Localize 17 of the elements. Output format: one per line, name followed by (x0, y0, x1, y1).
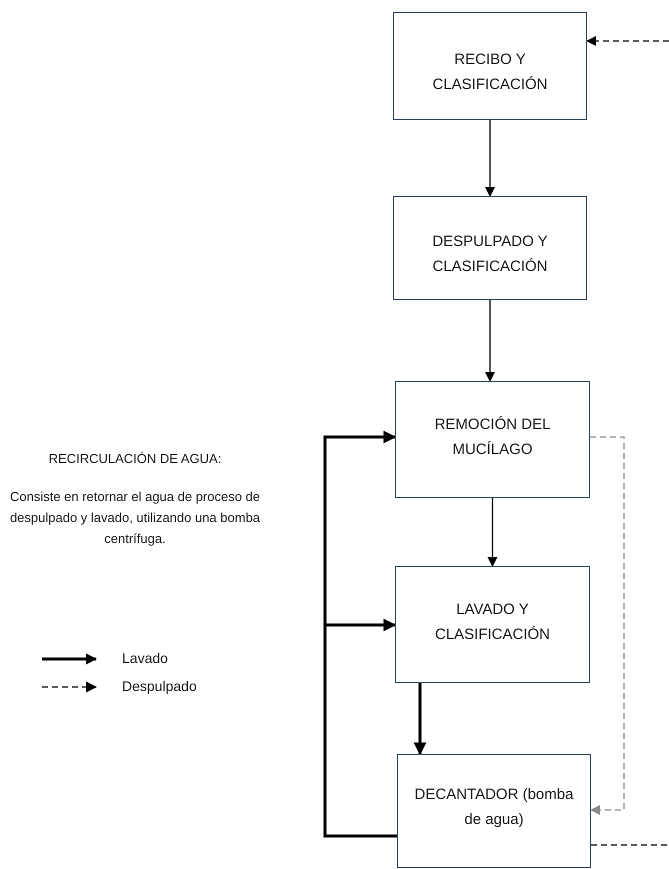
process-box: REMOCIÓN DEL MUCÍLAGO (395, 381, 590, 498)
arrow (414, 683, 426, 756)
process-box: DECANTADOR (bomba de agua) (397, 754, 591, 868)
arrow (586, 36, 669, 46)
arrow (485, 300, 495, 382)
connector-line (591, 844, 669, 846)
legend-label: Lavado (122, 649, 168, 668)
legend-label: Despulpado (122, 677, 197, 696)
note-heading: RECIRCULACIÓN DE AGUA: (48, 450, 222, 468)
arrow (590, 436, 625, 815)
arrow (488, 498, 498, 567)
arrow (324, 618, 397, 838)
arrow (485, 120, 495, 197)
process-box: LAVADO Y CLASIFICACIÓN (395, 566, 590, 683)
process-box: RECIBO Y CLASIFICACIÓN (393, 12, 587, 120)
note-text: Consiste en retornar el agua de proceso de despulpado y lavado, utilizando una bomba centrífuga. (8, 488, 262, 548)
process-box: DESPULPADO Y CLASIFICACIÓN (393, 196, 587, 300)
